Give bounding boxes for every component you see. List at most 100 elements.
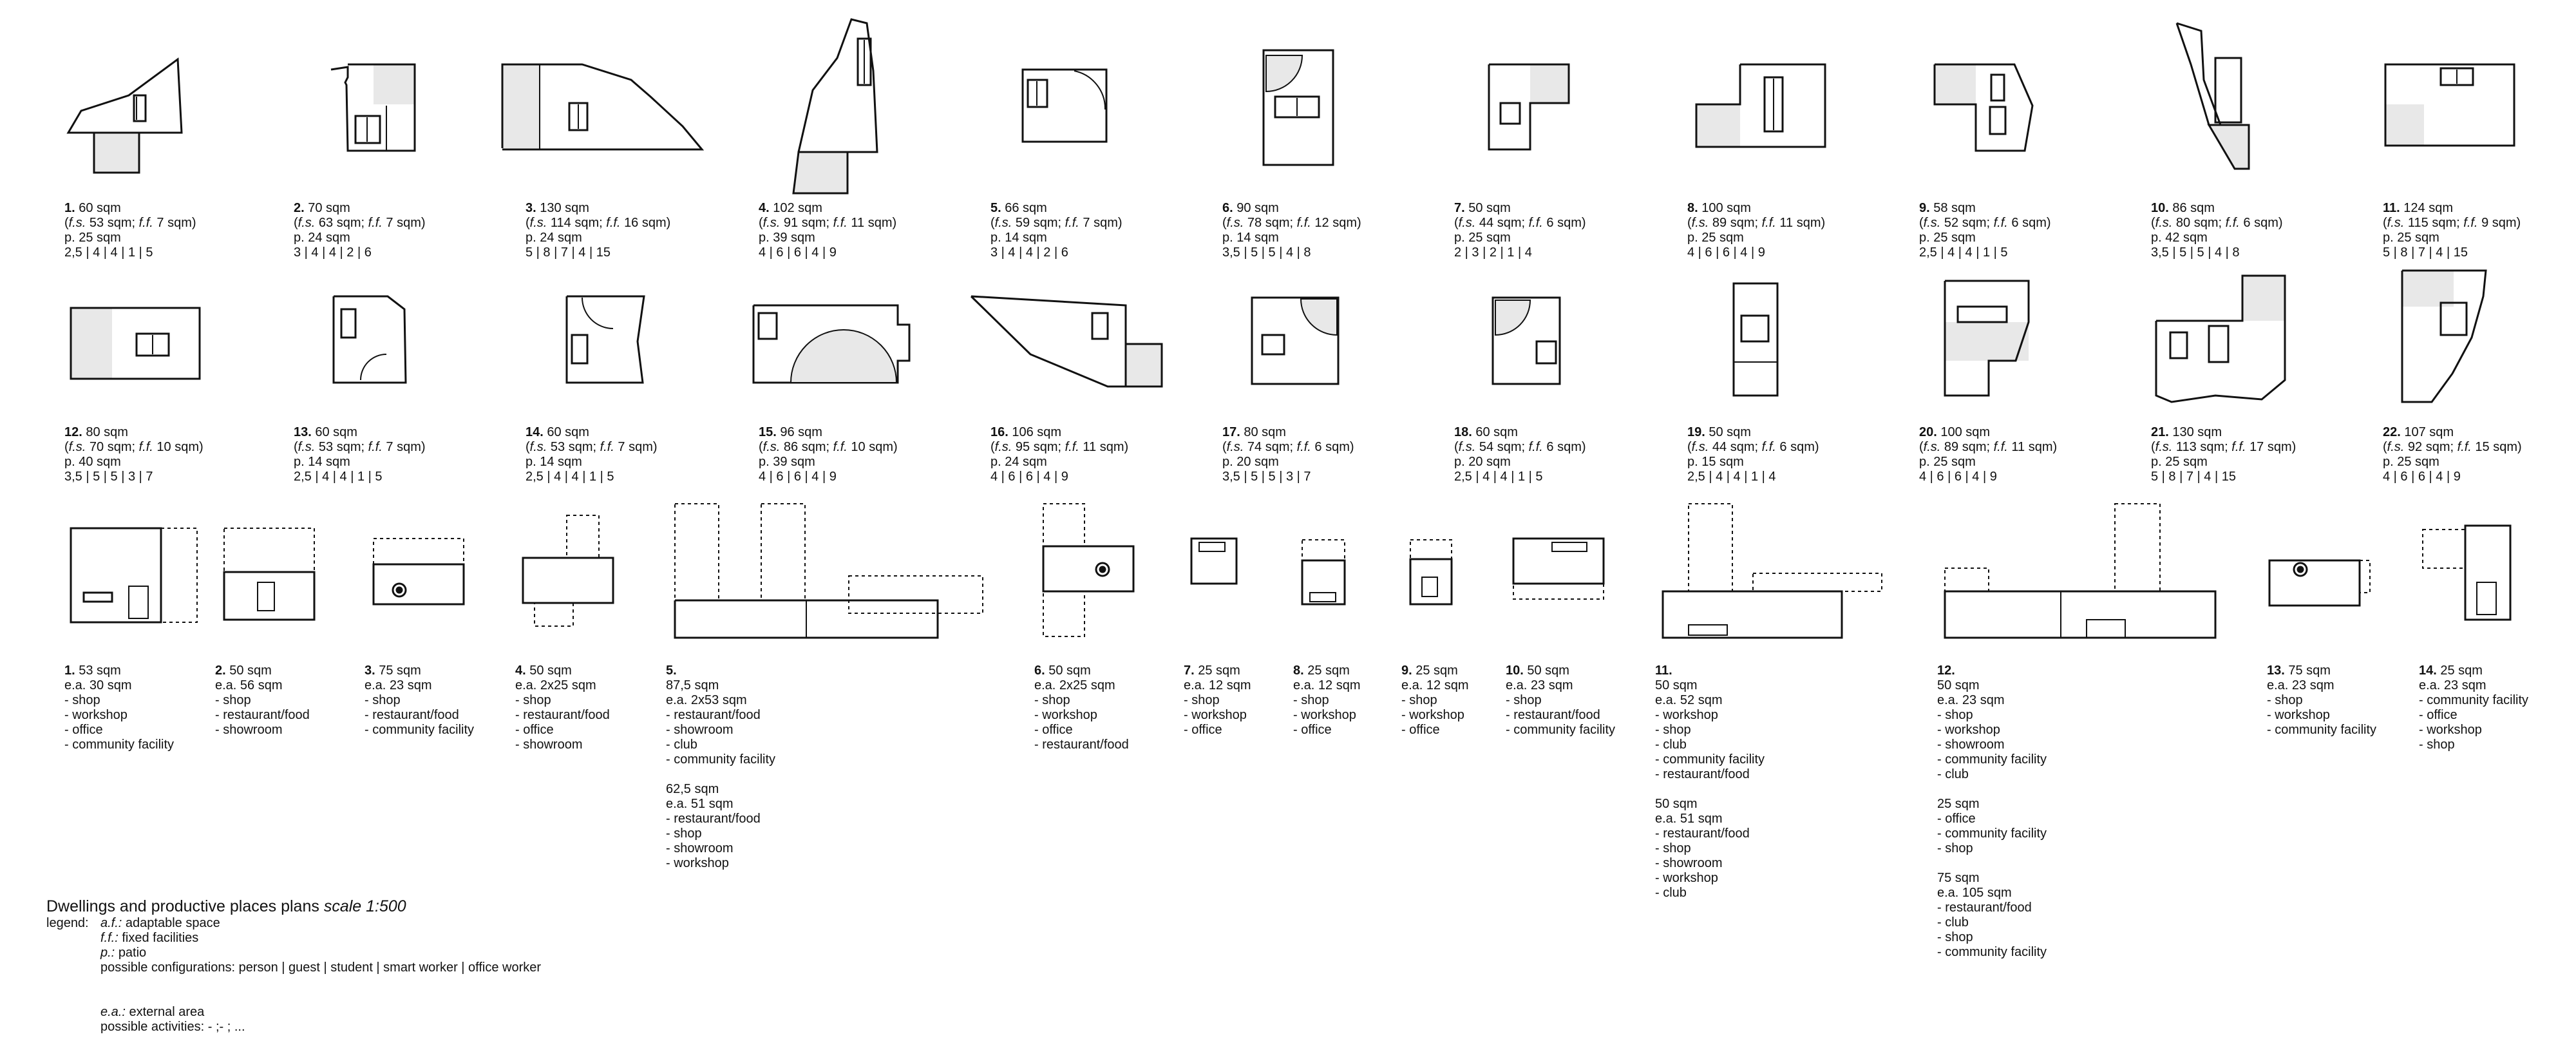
productive-plan-5: [674, 503, 983, 639]
dwelling-caption: 17. 80 sqm(f.s. 74 sqm; f.f. 6 sqm)p. 20…: [1222, 425, 1354, 484]
productive-line: - showroom: [1937, 738, 2005, 752]
legend-title: Dwellings and productive places plans sc…: [46, 897, 406, 915]
dwelling-number: 3.: [526, 201, 536, 215]
dwelling-number: 21.: [2151, 425, 2169, 439]
productive-header: 6. 50 sqm: [1034, 663, 1129, 678]
patio-area: p. 14 sqm: [294, 455, 350, 469]
patio-area: p. 24 sqm: [294, 231, 350, 245]
productive-header: 9. 25 sqm: [1401, 663, 1469, 678]
productive-line: - shop: [365, 693, 401, 707]
dwelling-area-value: 107 sqm: [2404, 425, 2454, 439]
fs-label: f.s.: [1923, 216, 1941, 230]
ff-label: f.f.: [833, 440, 848, 454]
dwelling-plan-10: [2175, 22, 2250, 170]
productive-line: - shop: [1293, 693, 1329, 707]
productive-number: 3.: [365, 663, 375, 678]
fs-label: f.s.: [1226, 440, 1244, 454]
dwelling-area: 4. 102 sqm: [759, 201, 896, 216]
dwelling-plan-22: [2401, 269, 2487, 403]
configurations: 4 | 6 | 6 | 4 | 9: [2383, 470, 2461, 484]
productive-plan-7: [1190, 537, 1238, 585]
dwelling-plan-16: [970, 295, 1163, 388]
patio-area: p. 25 sqm: [1454, 231, 1511, 245]
dwelling-area-value: 96 sqm: [780, 425, 822, 439]
ff-value: 6 sqm: [1546, 216, 1582, 230]
fs-value: 89 sqm: [1712, 216, 1755, 230]
dwelling-surfaces: (f.s. 53 sqm; f.f. 7 sqm): [64, 216, 196, 230]
legend-block: Dwellings and productive places plans sc…: [46, 897, 541, 1035]
productive-line: - office: [1034, 723, 1073, 737]
patio-area: p. 25 sqm: [2383, 231, 2439, 245]
dwelling-number: 11.: [2383, 201, 2400, 215]
dwelling-area-value: 70 sqm: [308, 201, 350, 215]
ff-label: f.f.: [2457, 440, 2472, 454]
productive-plan-3: [372, 538, 465, 606]
productive-line: 50 sqm: [229, 663, 272, 678]
dwelling-number: 22.: [2383, 425, 2401, 439]
productive-line: - club: [1937, 915, 1969, 930]
dwelling-area-value: 130 sqm: [540, 201, 589, 215]
patio-area: p. 25 sqm: [1919, 231, 1976, 245]
patio-area: p. 25 sqm: [64, 231, 121, 245]
productive-number: 7.: [1184, 663, 1195, 678]
ff-value: 11 sqm: [2011, 440, 2053, 454]
productive-line: - restaurant/food: [666, 812, 761, 826]
productive-line: - community facility: [2419, 693, 2529, 707]
dwelling-caption: 19. 50 sqm(f.s. 44 sqm; f.f. 6 sqm)p. 15…: [1687, 425, 1819, 484]
patio-area: p. 25 sqm: [2151, 455, 2208, 469]
productive-line: - workshop: [1034, 708, 1097, 722]
legend-row-ea: e.a.: external area: [100, 1005, 205, 1019]
dwelling-area: 7. 50 sqm: [1454, 201, 1586, 216]
dwelling-area: 2. 70 sqm: [294, 201, 426, 216]
fs-value: 70 sqm: [89, 440, 132, 454]
dwelling-plan-7: [1488, 63, 1570, 151]
productive-line: - shop: [1937, 841, 1973, 855]
patio-area: p. 25 sqm: [1687, 231, 1744, 245]
configurations: 5 | 8 | 7 | 4 | 15: [2151, 470, 2236, 484]
dwelling-area: 16. 106 sqm: [990, 425, 1128, 440]
fs-label: f.s.: [2155, 440, 2173, 454]
dwelling-area: 12. 80 sqm: [64, 425, 204, 440]
productive-line: - workshop: [64, 708, 128, 722]
configurations: 3,5 | 5 | 5 | 4 | 8: [2151, 245, 2240, 260]
dwelling-caption: 13. 60 sqm(f.s. 53 sqm; f.f. 7 sqm)p. 14…: [294, 425, 426, 484]
dwelling-number: 1.: [64, 201, 75, 215]
ff-value: 6 sqm: [1779, 440, 1815, 454]
dwelling-area-value: 102 sqm: [773, 201, 822, 215]
productive-line: - shop: [1034, 693, 1070, 707]
ff-value: 11 sqm: [851, 216, 893, 230]
fs-label: f.s.: [762, 216, 781, 230]
patio-area: p. 24 sqm: [990, 455, 1047, 469]
configurations: 4 | 6 | 6 | 4 | 9: [759, 245, 837, 260]
dwelling-surfaces: (f.s. 91 sqm; f.f. 11 sqm): [759, 216, 897, 230]
configurations: 2,5 | 4 | 4 | 1 | 5: [1919, 245, 2008, 260]
dwelling-number: 16.: [990, 425, 1009, 439]
dwelling-number: 5.: [990, 201, 1001, 215]
productive-line: e.a. 23 sqm: [2419, 678, 2486, 692]
productive-line: e.a. 2x53 sqm: [666, 693, 747, 707]
dwelling-plan-1: [66, 57, 183, 174]
productive-line: - office: [1184, 723, 1222, 737]
dwelling-area: 22. 107 sqm: [2383, 425, 2522, 440]
configurations: 3,5 | 5 | 5 | 3 | 7: [64, 470, 153, 484]
dwelling-area: 20. 100 sqm: [1919, 425, 2057, 440]
productive-line: - shop: [1655, 841, 1691, 855]
productive-line: - restaurant/food: [515, 708, 610, 722]
ff-value: 11 sqm: [1083, 440, 1124, 454]
productive-header: 12.: [1937, 663, 2047, 678]
fs-value: 78 sqm: [1247, 216, 1290, 230]
dwelling-area-value: 100 sqm: [1940, 425, 1991, 439]
productive-plan-14: [2422, 524, 2512, 621]
dwelling-plan-11: [2384, 63, 2515, 147]
fs-label: f.s.: [762, 440, 781, 454]
dwelling-plan-13: [332, 295, 407, 384]
fs-value: 52 sqm: [1944, 216, 1987, 230]
ff-label: f.f.: [2231, 440, 2246, 454]
ff-label: f.f.: [1993, 216, 2008, 230]
ff-value: 6 sqm: [1546, 440, 1582, 454]
ff-value: 10 sqm: [851, 440, 894, 454]
